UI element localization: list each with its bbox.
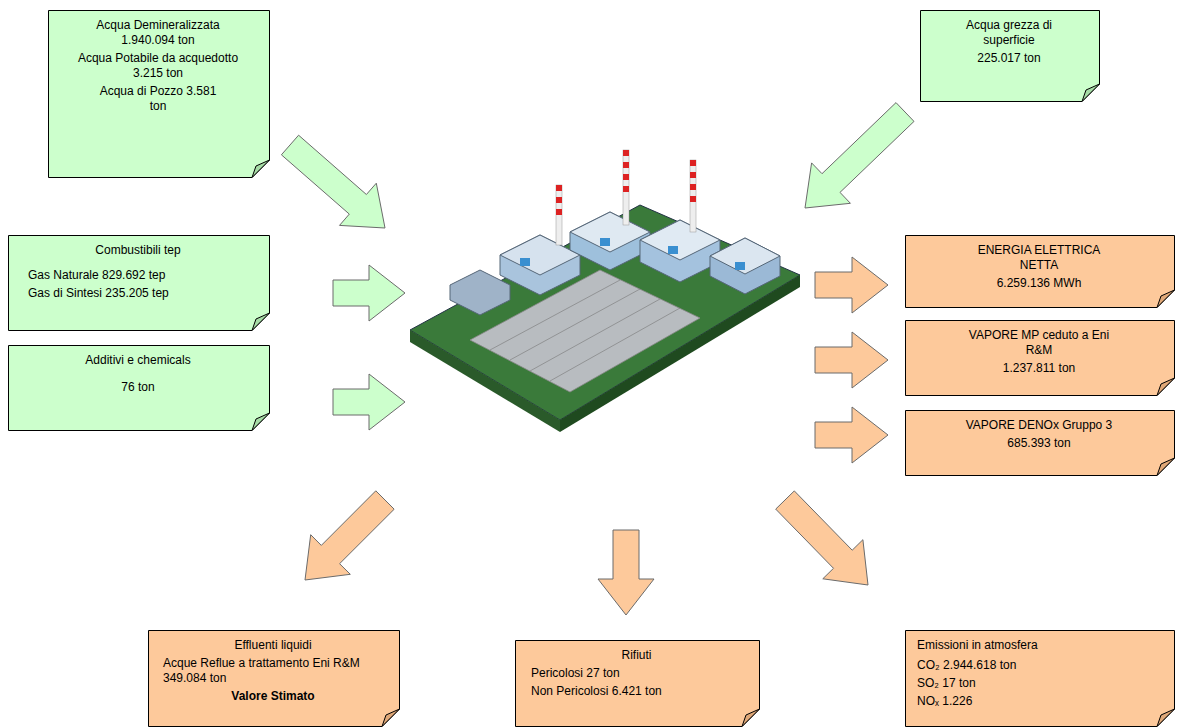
note-value: Pericolosi 27 ton — [527, 666, 746, 681]
note-value: Gas di Sintesi 235.205 tep — [20, 286, 256, 301]
block-arrow — [805, 103, 914, 208]
note-box: Acqua grezza di superficie 225.017 ton — [920, 10, 1100, 102]
note-value: 685.393 ton — [917, 436, 1161, 451]
note-heading: VAPORE MP ceduto a Eni R&M — [954, 328, 1124, 358]
note-value: Valore Stimato — [160, 689, 386, 704]
note-content: Effluenti liquidiAcque Reflue a trattame… — [148, 630, 400, 717]
block-arrow — [305, 491, 394, 580]
note-value: 225.017 ton — [932, 51, 1086, 66]
note-body — [49, 11, 270, 178]
note-value: Acque Reflue a trattamento Eni R&M 349.0… — [163, 656, 383, 686]
note-value: Acqua di Pozzo 3.581 ton — [93, 84, 223, 114]
block-arrow — [598, 530, 654, 615]
note-value: SO₂ 17 ton — [917, 676, 1161, 691]
note-box: Combustibili tepGas Naturale 829.692 tep… — [8, 235, 270, 331]
note-fold — [1157, 290, 1175, 308]
note-content: VAPORE MP ceduto a Eni R&M 1.237.811 ton — [905, 320, 1175, 389]
note-body — [9, 236, 270, 331]
note-heading: Additivi e chemicals — [20, 353, 256, 368]
note-body — [906, 236, 1175, 308]
note-box: ENERGIA ELETTRICA NETTA 6.259.136 MWh — [905, 235, 1175, 308]
note-box: Additivi e chemicals 76 ton — [8, 345, 270, 431]
note-fold — [252, 413, 270, 431]
note-content: VAPORE DENOx Gruppo 3 685.393 ton — [905, 410, 1175, 464]
note-heading: VAPORE DENOx Gruppo 3 — [954, 418, 1124, 433]
note-value: Non Pericolosi 6.421 ton — [527, 684, 746, 699]
note-content: Acqua grezza di superficie 225.017 ton — [920, 10, 1100, 79]
note-value: Acqua Potabile da acquedotto 3.215 ton — [73, 51, 243, 81]
note-heading: ENERGIA ELETTRICA NETTA — [969, 243, 1109, 273]
note-heading: Emissioni in atmosfera — [917, 638, 1161, 653]
note-fold — [1082, 84, 1100, 102]
note-box: Effluenti liquidiAcque Reflue a trattame… — [148, 630, 400, 727]
note-fold — [252, 160, 270, 178]
note-body — [921, 11, 1100, 102]
note-fold — [742, 709, 760, 727]
note-fold — [1157, 709, 1175, 727]
block-arrow — [333, 265, 405, 321]
note-heading: Combustibili tep — [93, 243, 183, 258]
note-box: Acqua Demineralizzata 1.940.094 tonAcqua… — [48, 10, 270, 178]
note-value: Gas Naturale 829.692 tep — [20, 268, 256, 283]
switchyard-grid — [490, 280, 680, 381]
plant-buildings — [450, 212, 780, 315]
note-content: Combustibili tepGas Naturale 829.692 tep… — [8, 235, 270, 314]
note-heading: Acqua Demineralizzata 1.940.094 ton — [83, 18, 233, 48]
note-content: RifiutiPericolosi 27 tonNon Pericolosi 6… — [515, 640, 760, 712]
note-fold — [252, 313, 270, 331]
note-body — [9, 346, 270, 431]
note-content: Additivi e chemicals 76 ton — [8, 345, 270, 408]
note-value: 1.237.811 ton — [917, 361, 1161, 376]
note-fold — [1157, 378, 1175, 396]
note-content: Emissioni in atmosferaCO₂ 2.944.618 tonS… — [905, 630, 1175, 722]
note-heading: Effluenti liquidi — [160, 638, 386, 653]
note-heading: Rifiuti — [527, 648, 746, 663]
note-box: VAPORE MP ceduto a Eni R&M 1.237.811 ton — [905, 320, 1175, 396]
block-arrow — [815, 332, 888, 388]
block-arrow — [815, 257, 888, 313]
note-content: ENERGIA ELETTRICA NETTA 6.259.136 MWh — [905, 235, 1175, 304]
note-body — [149, 631, 400, 727]
note-body — [906, 631, 1175, 727]
note-box: VAPORE DENOx Gruppo 3 685.393 ton — [905, 410, 1175, 476]
note-body — [906, 321, 1175, 396]
note-body — [906, 411, 1175, 476]
block-arrow — [333, 374, 405, 430]
note-fold — [1157, 458, 1175, 476]
note-value: NOₓ 1.226 — [917, 694, 1161, 709]
note-content: Acqua Demineralizzata 1.940.094 tonAcqua… — [48, 10, 270, 127]
note-value: CO₂ 2.944.618 ton — [917, 658, 1161, 673]
block-arrow — [776, 491, 868, 585]
chimney — [556, 150, 696, 245]
note-box: Emissioni in atmosferaCO₂ 2.944.618 tonS… — [905, 630, 1175, 727]
note-value: 6.259.136 MWh — [917, 276, 1161, 291]
note-body — [516, 641, 760, 727]
note-box: RifiutiPericolosi 27 tonNon Pericolosi 6… — [515, 640, 760, 727]
note-fold — [382, 709, 400, 727]
block-arrow — [281, 135, 385, 228]
note-value: 76 ton — [20, 380, 256, 395]
block-arrow — [815, 407, 888, 463]
note-heading: Acqua grezza di superficie — [944, 18, 1074, 48]
